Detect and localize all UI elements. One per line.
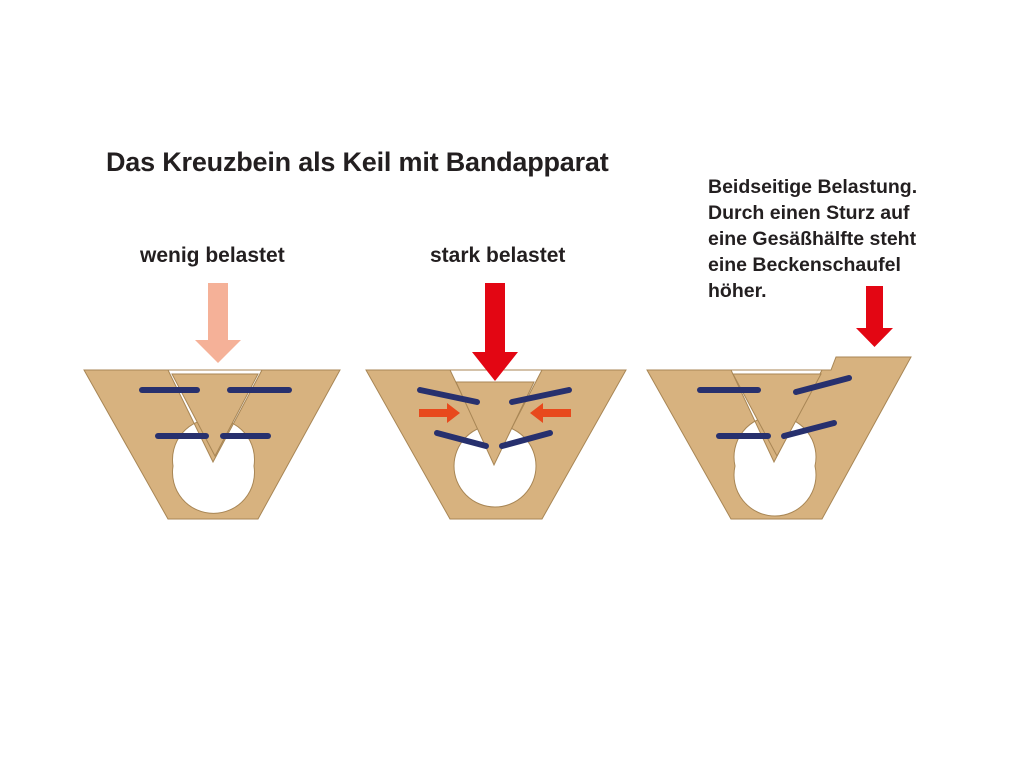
load-arrow-strong	[472, 283, 518, 381]
diagram-title: Das Kreuzbein als Keil mit Bandapparat	[106, 147, 609, 177]
ligament-upper-right	[509, 387, 572, 405]
panel-low-load	[83, 283, 341, 520]
compression-arrow-left	[419, 403, 460, 423]
ligament-lower-right	[499, 430, 553, 449]
ligament-upper-right	[793, 375, 852, 395]
panel-one-sided-load	[646, 286, 912, 520]
load-arrow-light	[195, 283, 241, 363]
sacrum-wedge	[171, 373, 259, 458]
panel-high-load	[365, 283, 627, 520]
compression-arrow-right	[530, 403, 571, 423]
panel-label-low-load: wenig belastet	[140, 244, 285, 267]
ligament-lower-left	[434, 430, 489, 449]
panel-label-high-load: stark belastet	[430, 244, 566, 267]
ligament-lower-right	[781, 420, 837, 439]
load-arrow-one-sided	[856, 286, 893, 347]
ligament-upper-left	[417, 387, 480, 405]
panel-note-one-sided-load: Beidseitige Belastung. Durch einen Sturz…	[708, 176, 918, 302]
sacrum-wedge	[732, 373, 822, 458]
